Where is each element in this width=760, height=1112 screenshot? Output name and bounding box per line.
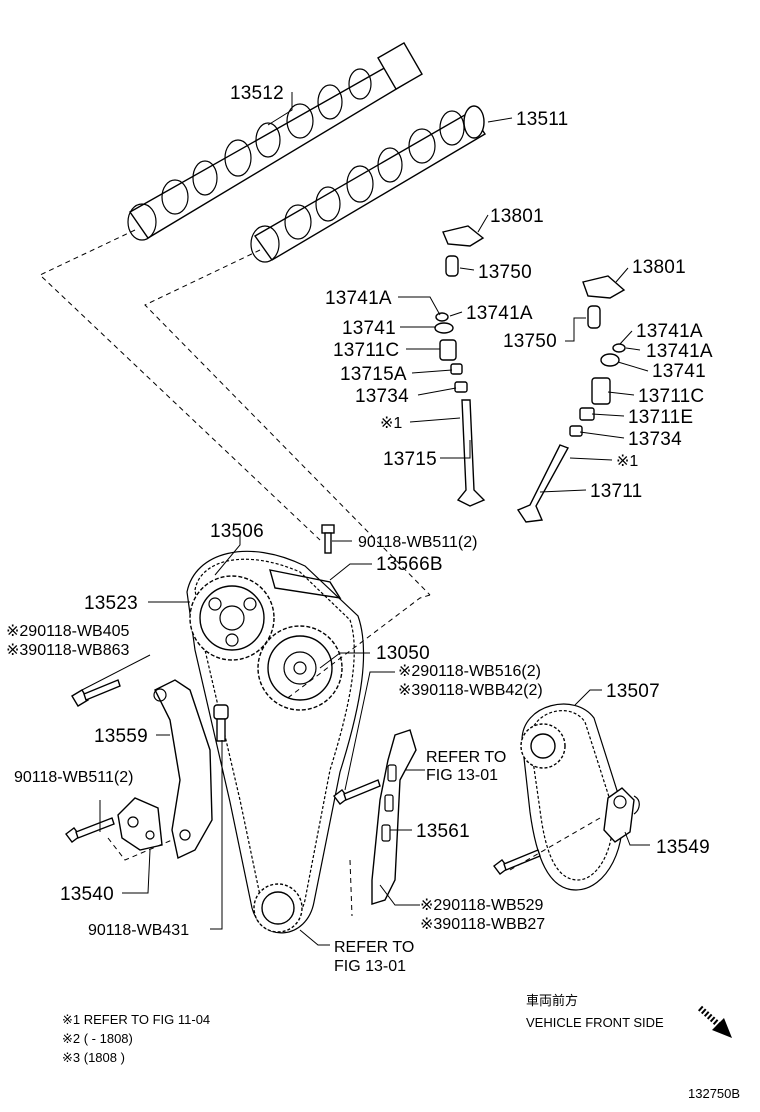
- bolt-90118-wb511-top: [321, 524, 335, 554]
- oil-pump-sprocket: [520, 723, 566, 769]
- label-13050: 13050: [376, 643, 430, 664]
- chain-tensioner-13540: [117, 797, 163, 851]
- bolt-90118-wb405: [71, 679, 121, 707]
- bolt-90118-wb516: [333, 779, 381, 805]
- label-13511: 13511: [516, 109, 568, 130]
- vehicle-front-en: VEHICLE FRONT SIDE: [526, 1015, 664, 1030]
- chain-guide-13561: [371, 729, 417, 905]
- label-bolt-wbb42: ※390118-WBB42(2): [398, 682, 543, 699]
- label-bolt-wb516: ※290118-WB516(2): [398, 663, 541, 680]
- label-bolt-wb863: ※390118-WB863: [6, 642, 130, 659]
- label-13715: 13715: [383, 449, 437, 470]
- label-13801-a: 13801: [490, 206, 544, 227]
- camshaft-sprocket-13523: [189, 575, 275, 661]
- footnotes: ※1 REFER TO FIG 11-04 ※2 ( - 1808) ※3 (1…: [62, 1012, 210, 1065]
- note-3: ※3 (1808 ): [62, 1050, 125, 1065]
- label-13523: 13523: [84, 593, 138, 614]
- label-13711c-left: 13711C: [333, 340, 399, 361]
- label-13711c-right: 13711C: [638, 386, 704, 407]
- label-13561: 13561: [416, 821, 470, 842]
- label-bolt-wb511-top: 90118-WB511(2): [358, 534, 477, 551]
- oil-pump-chain-13507: [521, 703, 623, 891]
- note-2: ※2 ( - 1808): [62, 1031, 133, 1046]
- label-13506: 13506: [210, 521, 264, 542]
- rocker-arm-left: [442, 225, 485, 277]
- label-13801-b: 13801: [632, 257, 686, 278]
- rocker-arm-right: [582, 275, 626, 329]
- label-13741a-right-2: 13741A: [646, 341, 713, 362]
- chain-guide-13566b: [269, 569, 342, 599]
- vehicle-front-jp: 車両前方: [526, 993, 578, 1008]
- label-13711: 13711: [590, 481, 642, 502]
- label-bolt-wb405: ※290118-WB405: [6, 623, 130, 640]
- valve-components-left: [434, 312, 486, 507]
- label-13741-right: 13741: [652, 361, 706, 382]
- note-1: ※1 REFER TO FIG 11-04: [62, 1012, 210, 1027]
- label-refer-fig-a-line1: REFER TO: [426, 749, 506, 766]
- label-13715a: 13715A: [340, 364, 407, 385]
- vehicle-front-indicator: 車両前方 VEHICLE FRONT SIDE: [526, 993, 732, 1038]
- figure-id: 132750B: [688, 1086, 740, 1101]
- label-13507: 13507: [606, 681, 660, 702]
- label-13711e: 13711E: [628, 407, 693, 428]
- label-13741a-mid: 13741A: [466, 303, 533, 324]
- label-bolt-wb431: 90118-WB431: [88, 922, 189, 939]
- chain-tensioner-13549: [603, 787, 640, 843]
- label-13566b: 13566B: [376, 554, 443, 575]
- label-13741a-left: 13741A: [325, 288, 392, 309]
- label-refer-fig-b-line1: REFER TO: [334, 939, 414, 956]
- label-bolt-wb529: ※290118-WB529: [420, 897, 544, 914]
- label-13741-left: 13741: [342, 318, 396, 339]
- part-labels: 13512 13511 13801 13750 13801 13741A 137…: [6, 83, 713, 975]
- label-refer-fig-a-line2: FIG 13-01: [426, 767, 498, 784]
- label-mark1-right: ※1: [616, 453, 638, 470]
- label-13750-b: 13750: [503, 331, 557, 352]
- label-13559: 13559: [94, 726, 148, 747]
- label-13750-a: 13750: [478, 262, 532, 283]
- label-13540: 13540: [60, 884, 114, 905]
- chain-tensioner-arm-13559: [153, 679, 213, 860]
- camshaft-timing-gear-13050: [257, 625, 343, 711]
- bolt-90118-wb431: [213, 704, 229, 742]
- front-arrow-icon: [697, 1005, 732, 1038]
- label-13512: 13512: [230, 83, 284, 104]
- label-13734-right: 13734: [628, 429, 682, 450]
- camshaft-13511: [250, 105, 486, 263]
- camshaft-13512: [127, 41, 423, 241]
- label-bolt-wb511-left: 90118-WB511(2): [14, 769, 133, 786]
- bolt-90118-wb529: [493, 849, 541, 875]
- label-bolt-wbb27: ※390118-WBB27: [420, 916, 545, 933]
- label-mark1-left: ※1: [380, 415, 402, 432]
- label-refer-fig-b-line2: FIG 13-01: [334, 958, 406, 975]
- label-13741a-right-1: 13741A: [636, 321, 703, 342]
- label-13734-left: 13734: [355, 386, 409, 407]
- leader-lines: [81, 92, 650, 946]
- crank-sprocket: [253, 883, 303, 933]
- label-13549: 13549: [656, 837, 710, 858]
- valve-components-right: [516, 343, 626, 523]
- bolt-90118-wb511-left: [65, 817, 115, 843]
